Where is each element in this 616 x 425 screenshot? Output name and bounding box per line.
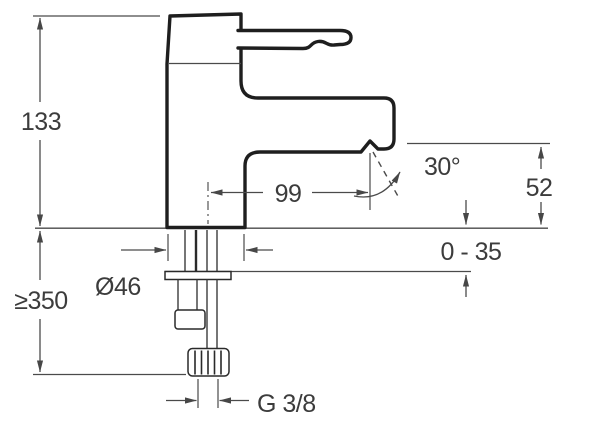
under-deck-assembly [164,230,232,377]
faucet-body-outline [165,12,396,230]
min-hose-length-label: ≥350 [14,287,67,315]
dimension-spout-reach: 99 [210,153,371,210]
handle-lever [236,28,353,51]
dimension-overall-height: 133 [21,15,160,227]
spout-reach-label: 99 [275,180,302,208]
knurling-lines [194,350,222,375]
dimension-spout-angle: 30° [353,151,461,199]
dimension-deck-thickness: 0 - 35 [441,200,502,297]
dimension-base-diameter: Ø46 [95,234,273,301]
spout-outlet-height-label: 52 [526,174,553,202]
angle-arc-arrow [353,171,401,198]
mounting-plate [164,270,232,281]
supply-thread-label: G 3/8 [257,390,316,418]
dimension-supply-thread: G 3/8 [166,379,316,418]
base-diameter-label: Ø46 [95,273,141,301]
dimension-spout-outlet-height: 52 [407,142,553,225]
overall-height-label: 133 [21,108,61,136]
fixing-nut [174,309,206,330]
deck-thickness-label: 0 - 35 [441,238,502,266]
angle-reference-dashed-line [372,151,400,199]
dimension-min-hose-length: ≥350 [14,230,186,376]
spout-angle-label: 30° [424,153,460,181]
